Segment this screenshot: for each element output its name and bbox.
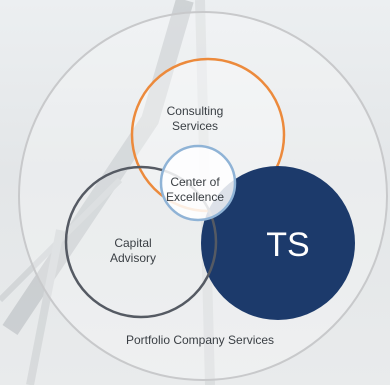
- capital-advisory-label: Capital Advisory: [109, 236, 156, 265]
- ts-circle: [201, 166, 355, 320]
- consulting-services-label: Consulting Services: [166, 104, 224, 133]
- center-circle: [159, 144, 237, 222]
- center-of-excellence-label: Center of Excellence: [165, 175, 225, 204]
- capital-circle: [64, 165, 218, 319]
- ts-label: TS: [266, 226, 310, 264]
- portfolio-company-services-label: Portfolio Company Services: [125, 333, 275, 347]
